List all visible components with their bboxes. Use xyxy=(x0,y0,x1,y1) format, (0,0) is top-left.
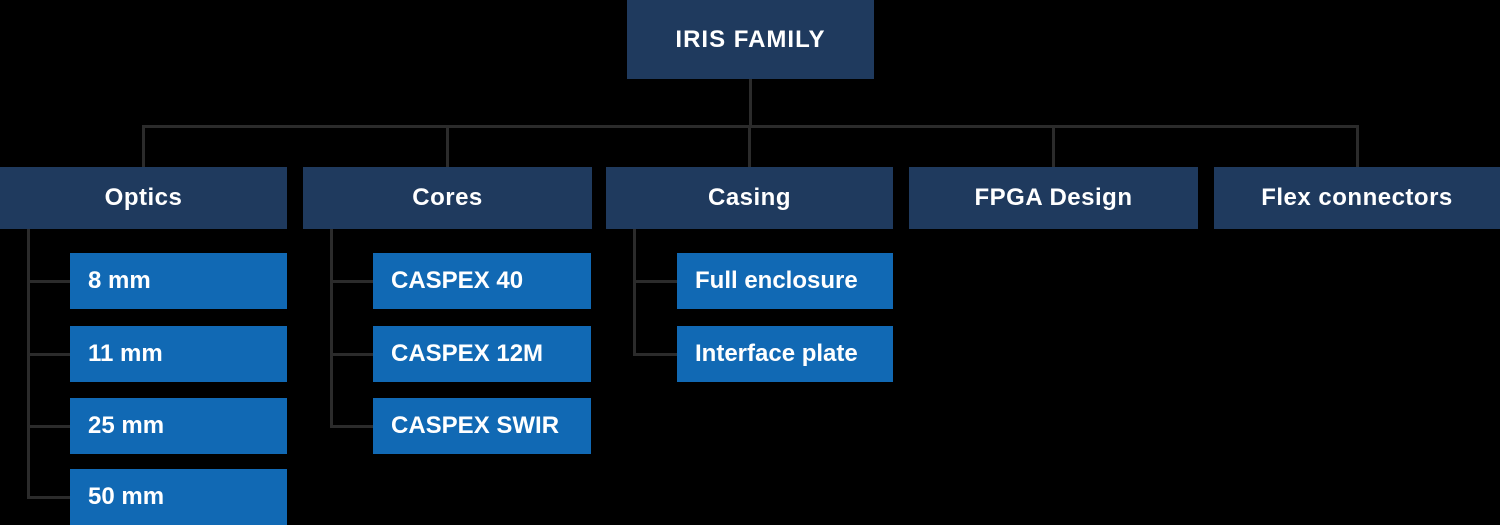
node-fpga-design: FPGA Design xyxy=(909,167,1198,229)
connector-drop-flex-connectors xyxy=(1356,125,1359,167)
node-25-mm: 25 mm xyxy=(70,398,287,454)
node-8-mm: 8 mm xyxy=(70,253,287,309)
node-caspex-swir-label: CASPEX SWIR xyxy=(391,412,560,439)
node-caspex-12m: CASPEX 12M xyxy=(373,326,591,382)
connector-casing-stub-1 xyxy=(633,280,677,283)
node-50-mm: 50 mm xyxy=(70,469,287,525)
node-full-enclosure-label: Full enclosure xyxy=(695,267,858,294)
node-50-mm-label: 50 mm xyxy=(88,483,165,510)
node-iris-family-label: IRIS FAMILY xyxy=(675,25,826,53)
node-flex-connectors: Flex connectors xyxy=(1214,167,1500,229)
node-cores-label: Cores xyxy=(412,184,483,211)
connector-cores-vertical xyxy=(330,229,333,428)
node-caspex-40: CASPEX 40 xyxy=(373,253,591,309)
connector-drop-optics xyxy=(142,125,145,167)
connector-drop-casing xyxy=(748,125,751,167)
node-caspex-40-label: CASPEX 40 xyxy=(391,267,524,294)
connector-optics-stub-3 xyxy=(27,425,70,428)
node-optics-label: Optics xyxy=(104,184,183,211)
node-optics: Optics xyxy=(0,167,287,229)
node-cores: Cores xyxy=(303,167,592,229)
connector-optics-stub-2 xyxy=(27,353,70,356)
connector-optics-stub-1 xyxy=(27,280,70,283)
node-flex-connectors-label: Flex connectors xyxy=(1261,184,1453,211)
node-iris-family: IRIS FAMILY xyxy=(627,0,874,79)
node-casing-label: Casing xyxy=(707,184,791,211)
connector-casing-vertical xyxy=(633,229,636,356)
node-8-mm-label: 8 mm xyxy=(88,267,151,294)
connector-drop-fpga-design xyxy=(1052,125,1055,167)
node-caspex-12m-label: CASPEX 12M xyxy=(391,340,544,367)
node-fpga-design-label: FPGA Design xyxy=(974,184,1133,211)
node-25-mm-label: 25 mm xyxy=(88,412,165,439)
node-11-mm-label: 11 mm xyxy=(88,340,163,367)
connector-cores-stub-1 xyxy=(330,280,373,283)
connector-optics-vertical xyxy=(27,229,30,499)
connector-cores-stub-3 xyxy=(330,425,373,428)
connector-drop-cores xyxy=(446,125,449,167)
node-11-mm: 11 mm xyxy=(70,326,287,382)
node-caspex-swir: CASPEX SWIR xyxy=(373,398,591,454)
connector-casing-stub-2 xyxy=(633,353,677,356)
node-full-enclosure: Full enclosure xyxy=(677,253,893,309)
connector-optics-stub-4 xyxy=(27,496,70,499)
connector-cores-stub-2 xyxy=(330,353,373,356)
connector-root-riser xyxy=(749,79,752,128)
node-interface-plate: Interface plate xyxy=(677,326,893,382)
node-interface-plate-label: Interface plate xyxy=(695,340,858,367)
node-casing: Casing xyxy=(606,167,893,229)
